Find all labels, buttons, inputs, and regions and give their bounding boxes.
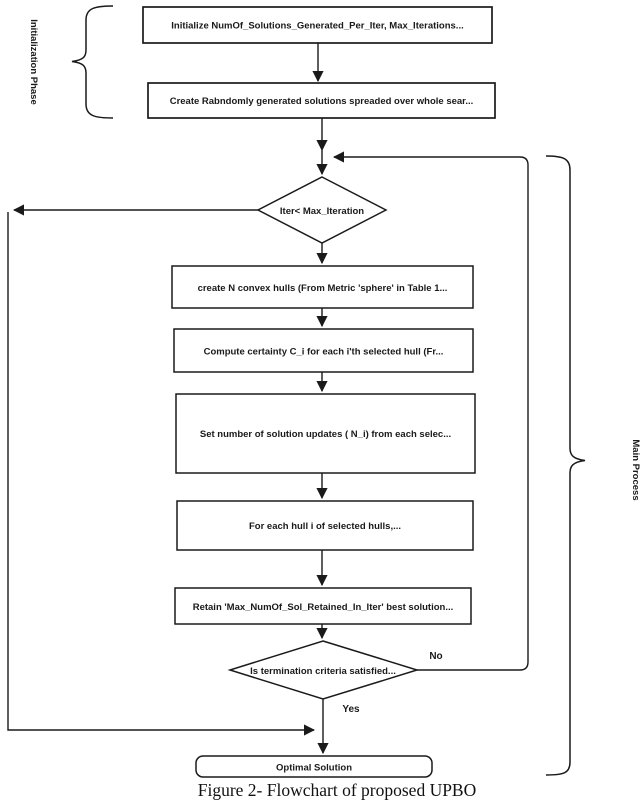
node-for-each-hull — [176, 500, 474, 551]
node-optimal-solution — [195, 755, 433, 778]
edge-label-no: No — [429, 651, 442, 662]
node-compute-certainty — [173, 328, 474, 373]
node-create-hulls-label: create N convex hulls (From Metric 'sphe… — [198, 283, 448, 294]
decision-termination-label: Is termination criteria satisfied... — [250, 666, 396, 677]
node-retain-best-label: Retain 'Max_NumOf_Sol_Retained_In_Iter' … — [193, 602, 454, 613]
main-process-label: Main Process — [630, 439, 640, 500]
node-init-label: Initialize NumOf_Solutions_Generated_Per… — [171, 21, 463, 32]
node-create-random — [147, 82, 496, 119]
node-init — [142, 6, 493, 44]
node-compute-certainty-label: Compute certainty C_i for each i'th sele… — [204, 347, 444, 358]
node-create-random-label: Create Rabndomly generated solutions spr… — [170, 96, 474, 107]
initialization-phase-label: Initialization Phase — [28, 19, 39, 105]
node-for-each-hull-label: For each hull i of selected hulls,... — [249, 521, 401, 532]
edge-left-feedback — [7, 212, 316, 736]
figure-caption: Figure 2- Flowchart of proposed UPBO — [198, 780, 477, 800]
edge-label-yes: Yes — [342, 704, 360, 715]
node-optimal-solution-label: Optimal Solution — [276, 763, 352, 774]
edge-no-feedback — [332, 151, 529, 671]
node-set-updates — [175, 393, 476, 474]
main-process-brace-icon — [545, 155, 586, 776]
decision-iter-check-label: Iter< Max_Iteration — [280, 206, 364, 217]
node-retain-best — [174, 587, 472, 625]
initialization-phase-brace-icon — [71, 5, 114, 119]
node-set-updates-label: Set number of solution updates ( N_i) fr… — [200, 429, 451, 440]
